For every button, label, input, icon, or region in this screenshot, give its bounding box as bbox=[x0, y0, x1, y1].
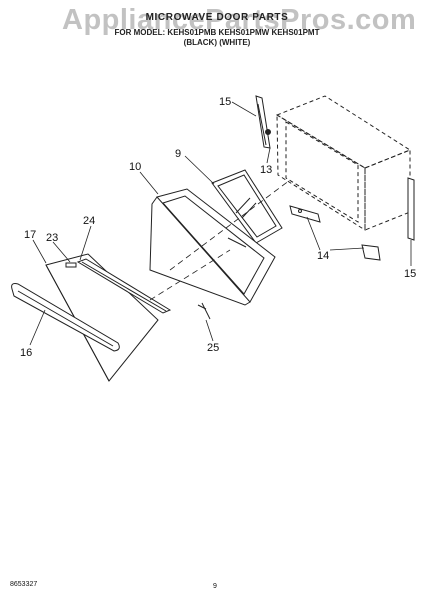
door-handle bbox=[11, 283, 120, 352]
callout-10-door-frame: 10 bbox=[129, 161, 142, 173]
hinge-bracket-lower bbox=[361, 244, 381, 261]
hinge-bracket-upper bbox=[289, 205, 321, 223]
diagram-title: MICROWAVE DOOR PARTS bbox=[145, 12, 289, 23]
cabinet-outline bbox=[275, 95, 412, 231]
glass-panel bbox=[211, 169, 283, 244]
callout-14-hinge-bracket: 14 bbox=[317, 250, 330, 262]
seal-strip bbox=[76, 258, 172, 314]
callout-23-clip: 23 bbox=[46, 232, 59, 244]
callout-9-glass-panel: 9 bbox=[175, 148, 182, 160]
hinge-strip-right bbox=[407, 177, 415, 241]
callout-15-hinge-strip-right: 15 bbox=[404, 268, 417, 280]
finish-line: (BLACK) (WHITE) bbox=[183, 38, 251, 47]
hinge-strip-left bbox=[255, 95, 271, 149]
page-number: 9 bbox=[213, 583, 217, 590]
door-frame bbox=[149, 188, 276, 306]
watermark-logo: AppliancePartsPros.com bbox=[62, 4, 417, 36]
screw bbox=[197, 302, 211, 320]
callout-13: 13 bbox=[260, 164, 273, 176]
callout-16-handle: 16 bbox=[20, 347, 33, 359]
part-code: 8653327 bbox=[10, 581, 38, 588]
guide-lines bbox=[149, 179, 291, 301]
model-line: FOR MODEL: KEHS01PMB KEHS01PMW KEHS01PMT bbox=[114, 28, 320, 37]
callout-15-hinge-strip: 15 bbox=[219, 96, 232, 108]
clip-23 bbox=[65, 262, 77, 268]
callout-17-outer-panel: 17 bbox=[24, 229, 37, 241]
leader-lines bbox=[29, 101, 412, 346]
callout-25-screw: 25 bbox=[207, 342, 220, 354]
callout-24-seal-strip: 24 bbox=[83, 215, 96, 227]
